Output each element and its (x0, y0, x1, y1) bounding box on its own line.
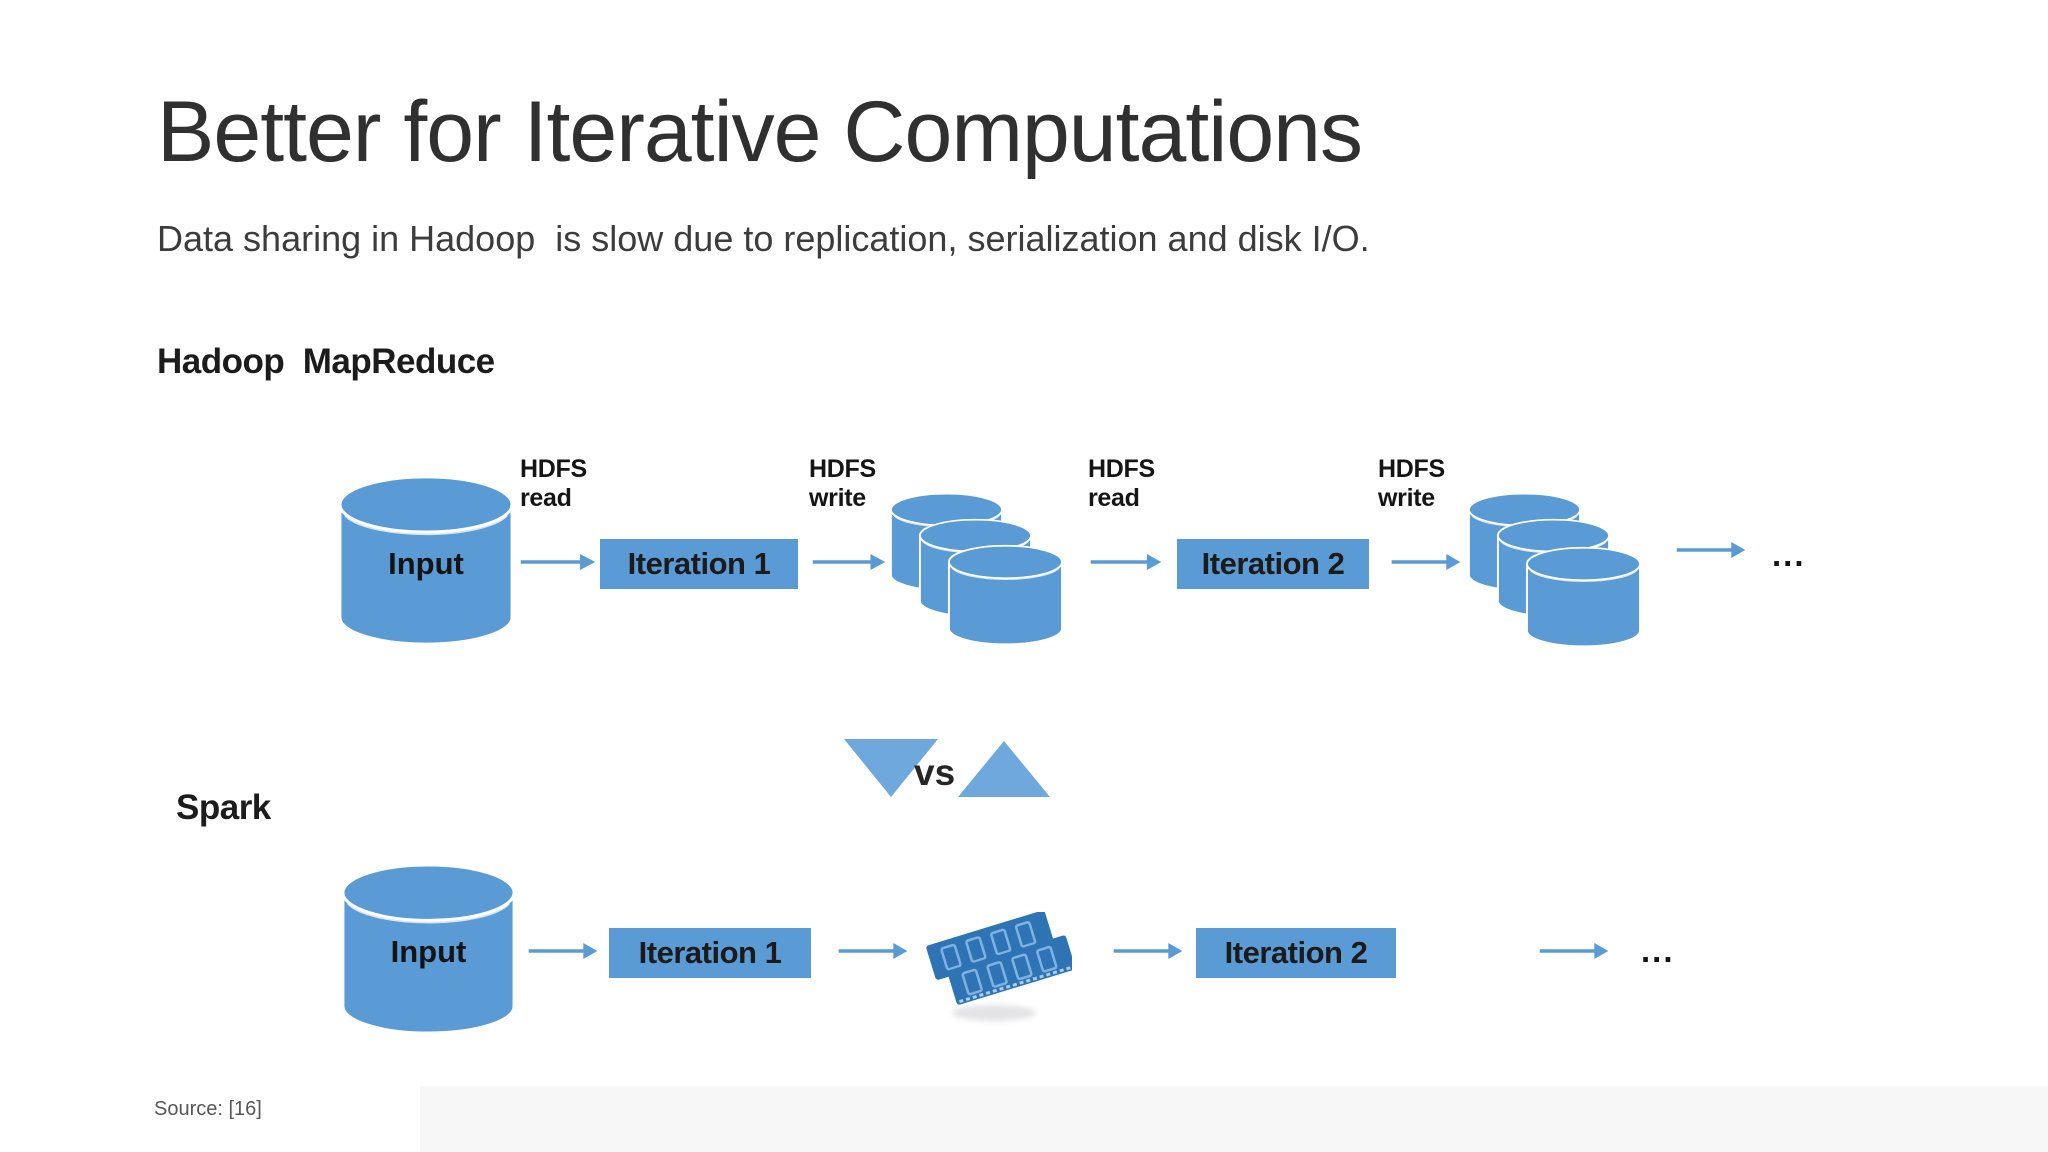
iteration-2-label: Iteration 2 (1201, 546, 1345, 581)
hdfs-read-label-2: HDFS read (1088, 455, 1155, 512)
vs-label: vs (914, 752, 956, 793)
database-stack-icon (1525, 546, 1642, 648)
input-label: Input (388, 545, 464, 581)
hdfs-database-stack-2 (1467, 492, 1642, 648)
hadoop-input-database: Input (337, 474, 515, 647)
hdfs-database-stack-1 (889, 492, 1064, 646)
hadoop-iteration-2-box: Iteration 2 (1177, 539, 1369, 589)
section-label-spark: Spark (176, 788, 271, 827)
page-title: Better for Iterative Computations (157, 84, 1363, 180)
spark-iteration-1-box: Iteration 1 (609, 928, 811, 978)
hadoop-iteration-1-box: Iteration 1 (600, 539, 798, 589)
iteration-2-label: Iteration 2 (1224, 935, 1368, 970)
flow-arrow-icon (1539, 939, 1609, 963)
flow-arrow-icon (1090, 550, 1162, 574)
hdfs-read-label-1: HDFS read (520, 455, 587, 512)
database-stack-icon (947, 544, 1064, 646)
hadoop-ellipsis: ... (1772, 536, 1806, 573)
spark-input-database: Input (340, 862, 517, 1036)
spark-iteration-2-box: Iteration 2 (1196, 928, 1396, 978)
ram-icon (926, 912, 1072, 1021)
flow-arrow-icon (528, 939, 598, 963)
bottom-gray-strip (420, 1086, 2048, 1152)
hdfs-write-label-2: HDFS write (1378, 455, 1445, 512)
flow-arrow-icon (1113, 939, 1183, 963)
flow-arrow-icon (520, 550, 596, 574)
flow-arrow-icon (1676, 538, 1746, 562)
section-label-hadoop-mapreduce: Hadoop MapReduce (157, 342, 495, 381)
flow-arrow-icon (812, 550, 886, 574)
vs-up-triangle-icon (958, 741, 1050, 797)
flow-arrow-icon (1391, 550, 1461, 574)
iteration-1-label: Iteration 1 (638, 935, 782, 970)
hdfs-write-label-1: HDFS write (809, 455, 876, 512)
vs-down-triangle-icon (844, 739, 938, 797)
subtitle: Data sharing in Hadoop is slow due to re… (157, 218, 1370, 259)
flow-arrow-icon (838, 939, 908, 963)
input-label: Input (390, 934, 467, 970)
source-citation: Source: [16] (154, 1098, 262, 1120)
iteration-1-label: Iteration 1 (627, 546, 771, 581)
spark-ellipsis: ... (1641, 932, 1675, 969)
